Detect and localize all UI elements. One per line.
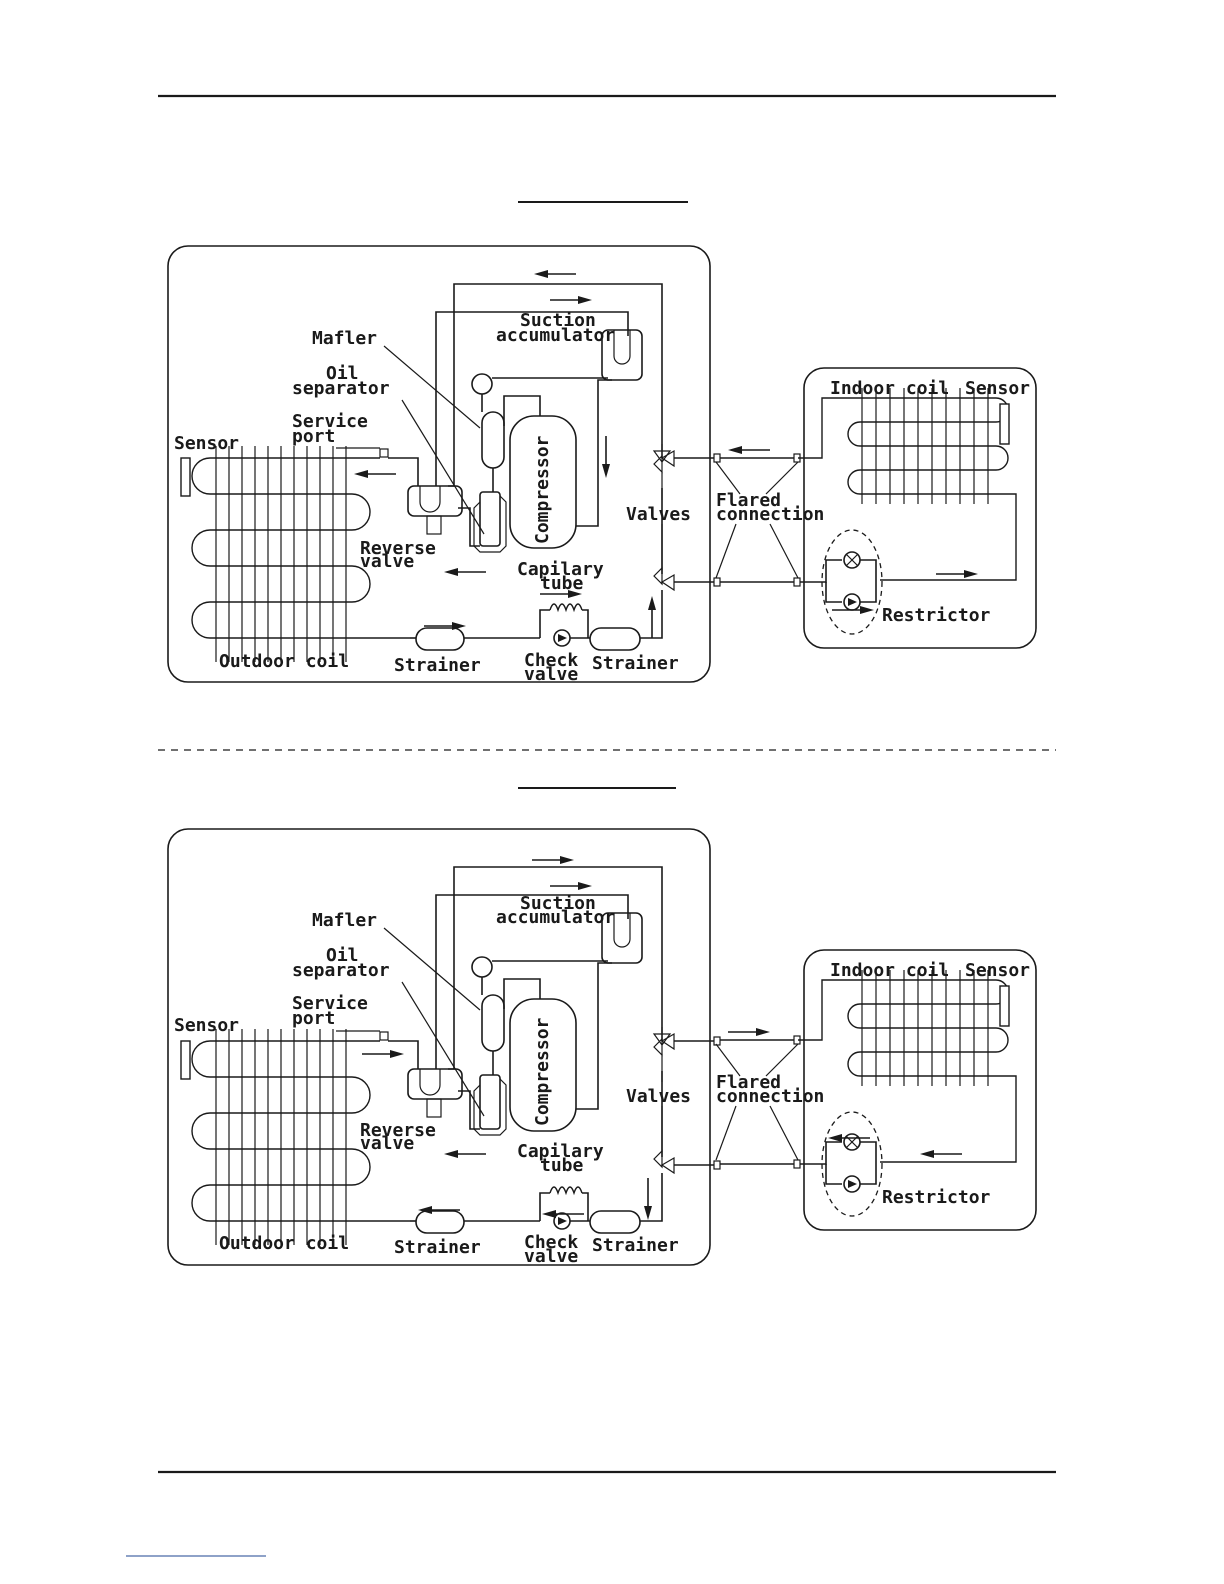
bottom-label-indoor-coil: Indoor coil — [830, 960, 949, 981]
top-label-suction: Suction — [520, 310, 596, 331]
top-flared-leaders — [661, 461, 799, 579]
top-label-strainer-1: Strainer — [394, 655, 481, 676]
bottom-label-suction: Suction — [520, 893, 596, 914]
bottom-label-port: port — [292, 1008, 335, 1029]
top-outdoor-unit — [167, 245, 721, 683]
top-label-accumulator: accumulator — [496, 325, 615, 346]
bottom-label-compressor: Compressor — [532, 1017, 553, 1126]
top-flow-arrows — [353, 269, 979, 639]
bottom-label-check: Check — [524, 1232, 578, 1253]
top-label-service: Service — [292, 411, 368, 432]
top-label-mafler: Mafler — [312, 328, 377, 349]
bottom-label-separator: separator — [292, 960, 390, 981]
top-label-separator: separator — [292, 378, 390, 399]
bottom-label-tube: tube — [540, 1155, 584, 1176]
top-label-tube: tube — [540, 573, 584, 594]
bottom-label-restrictor: Restrictor — [882, 1187, 991, 1208]
top-label-port: port — [292, 426, 335, 447]
top-label-strainer-2: Strainer — [592, 653, 679, 674]
bottom-label-check-valve: valve — [524, 1246, 578, 1267]
top-label-check: Check — [524, 650, 578, 671]
top-label-valves: Valves — [626, 504, 691, 525]
top-label-sensor-indoor: Sensor — [965, 378, 1030, 399]
top-label-reverse-valve: valve — [360, 551, 414, 572]
top-label-outdoor-coil: Outdoor coil — [219, 651, 349, 672]
bottom-label-strainer-2: Strainer — [592, 1235, 679, 1256]
bottom-label-sensor-indoor: Sensor — [965, 960, 1030, 981]
top-label-restrictor: Restrictor — [882, 605, 991, 626]
bottom-label-sensor-outdoor: Sensor — [174, 1015, 239, 1036]
bottom-label-service: Service — [292, 993, 368, 1014]
bottom-label-flared: Flared — [716, 1072, 781, 1093]
bottom-label-accumulator: accumulator — [496, 907, 615, 928]
bottom-label-reverse: Reverse — [360, 1120, 436, 1141]
top-label-check-valve: valve — [524, 664, 578, 685]
top-diagram: Mafler Oil separator Suction accumulator… — [167, 245, 1037, 685]
bottom-outdoor-unit — [167, 828, 721, 1266]
bottom-leaders — [383, 927, 485, 1117]
top-label-oil: Oil — [326, 363, 359, 384]
bottom-diagram: Mafler Oil separator Suction accumulator… — [167, 828, 1037, 1267]
bottom-label-mafler: Mafler — [312, 910, 377, 931]
bottom-label-capillary: Capilary — [517, 1141, 604, 1162]
top-label-sensor-outdoor: Sensor — [174, 433, 239, 454]
bottom-label-connection: connection — [716, 1086, 824, 1107]
top-label-capillary: Capilary — [517, 559, 604, 580]
bottom-label-outdoor-coil: Outdoor coil — [219, 1233, 349, 1254]
top-label-reverse: Reverse — [360, 538, 436, 559]
top-label-indoor-coil: Indoor coil — [830, 378, 949, 399]
top-label-connection: connection — [716, 504, 824, 525]
bottom-label-valves: Valves — [626, 1086, 691, 1107]
bottom-flared-leaders — [661, 1043, 799, 1161]
bottom-label-oil: Oil — [326, 945, 359, 966]
top-label-compressor: Compressor — [532, 435, 553, 544]
top-label-flared: Flared — [716, 490, 781, 511]
top-leaders — [383, 345, 485, 535]
bottom-label-reverse-valve: valve — [360, 1133, 414, 1154]
bottom-label-strainer-1: Strainer — [394, 1237, 481, 1258]
